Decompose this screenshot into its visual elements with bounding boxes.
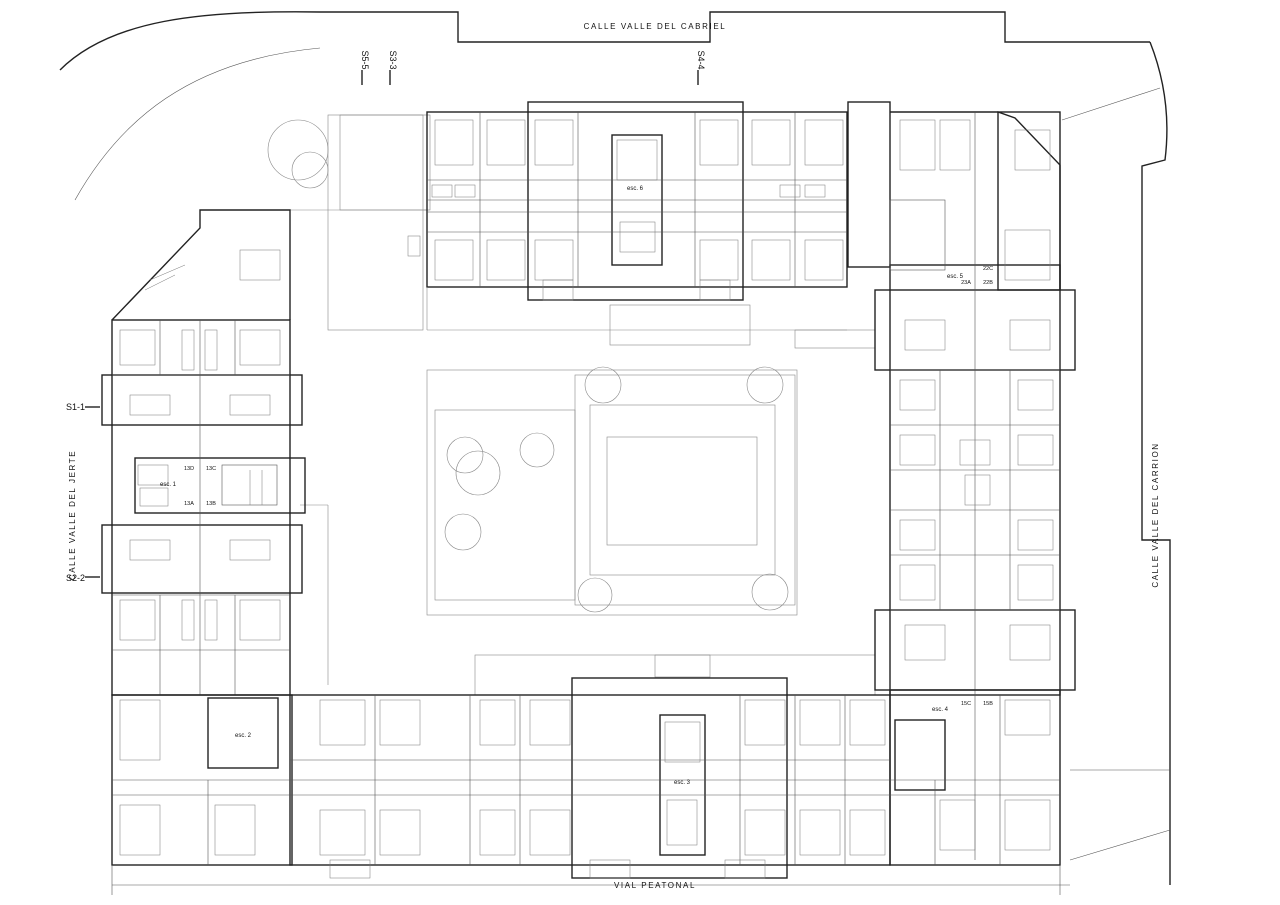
street-label-north: CALLE VALLE DEL CABRIEL	[584, 22, 727, 31]
section-label-s11: S1-1	[66, 402, 85, 412]
unit-label: 23A	[961, 280, 971, 286]
unit-label: 13A	[184, 501, 194, 507]
south-wing	[111, 677, 1061, 895]
stair-label-2: esc. 2	[235, 733, 252, 739]
street-label-west: CALLE VALLE DEL JERTE	[68, 450, 77, 580]
stair-label-6: esc. 6	[627, 186, 644, 192]
unit-label: 22B	[983, 280, 993, 286]
unit-label: 13C	[206, 466, 216, 472]
stair-label-5: esc. 5	[947, 274, 964, 280]
section-label-s33: S3-3	[388, 50, 398, 69]
section-label-s55: S5-5	[360, 50, 370, 69]
stair-label-4: esc. 4	[932, 707, 949, 713]
street-label-south: VIAL PEATONAL	[614, 881, 696, 890]
section-label-s22: S2-2	[66, 573, 85, 583]
street-label-east: CALLE VALLE DEL CARRION	[1151, 442, 1160, 587]
north-wing	[407, 101, 891, 331]
unit-label: 15B	[983, 701, 993, 707]
unit-label: 13B	[206, 501, 216, 507]
trees	[267, 119, 789, 613]
section-label-s44: S4-4	[696, 50, 706, 69]
section-markers	[85, 70, 699, 578]
east-wing	[874, 111, 1076, 860]
unit-label: 13D	[184, 466, 194, 472]
courtyard	[290, 114, 876, 696]
west-wing	[101, 209, 306, 761]
unit-label: 15C	[961, 701, 971, 707]
site-boundary	[59, 11, 1171, 886]
stair-label-1: esc. 1	[160, 482, 177, 488]
unit-label: 22C	[983, 266, 993, 272]
stair-label-3: esc. 3	[674, 780, 691, 786]
